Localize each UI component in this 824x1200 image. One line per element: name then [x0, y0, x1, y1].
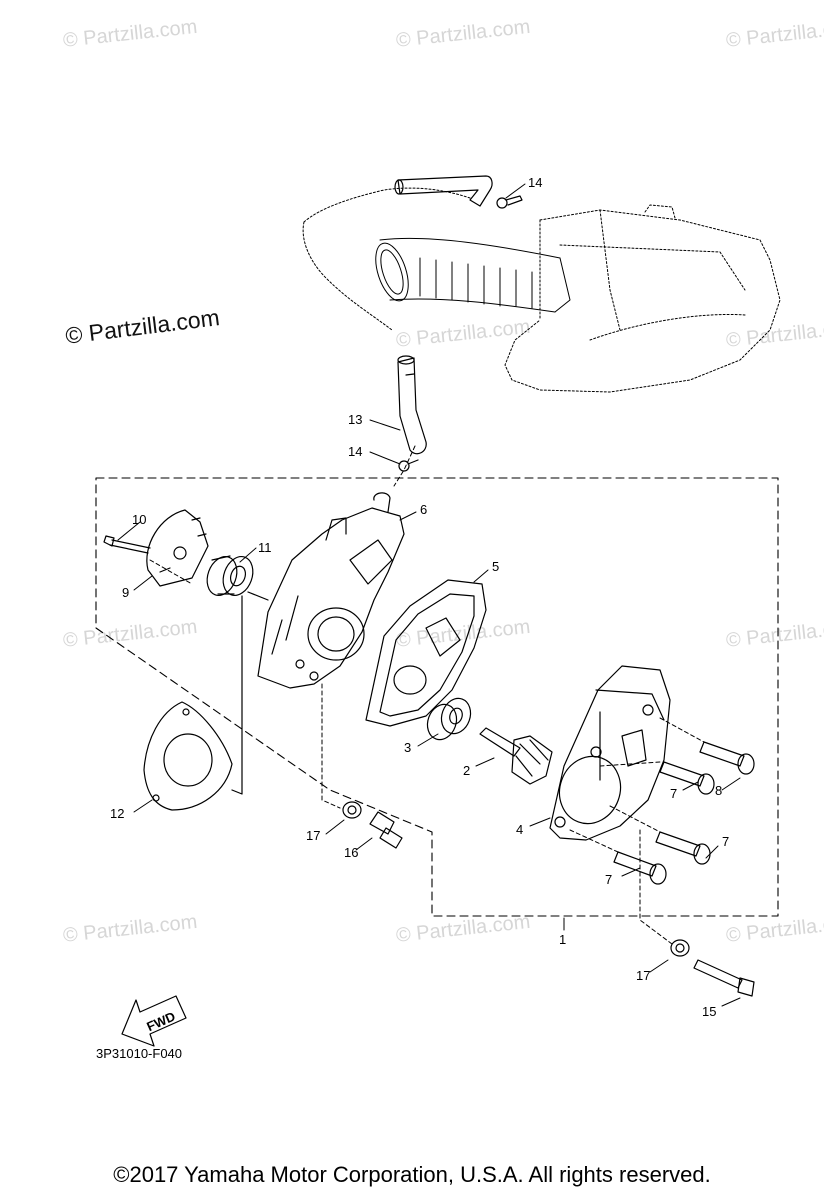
part-7-bolt-a: [659, 761, 715, 795]
clamp-14-top: [496, 195, 523, 209]
part-2-impeller-shaft: [479, 727, 553, 785]
callout-9: 9: [122, 585, 129, 600]
part-9-plate: [146, 509, 209, 587]
callout-16: 16: [344, 845, 358, 860]
callout-5: 5: [492, 559, 499, 574]
engine-reference-outline: [302, 187, 781, 393]
hose-13-lower: [397, 355, 427, 455]
part-15-bolt: [693, 959, 755, 997]
callout-15: 15: [702, 1004, 716, 1019]
callout-4: 4: [516, 822, 523, 837]
copyright-footer: ©2017 Yamaha Motor Corporation, U.S.A. A…: [113, 1162, 711, 1187]
callout-2: 2: [463, 763, 470, 778]
diagram-code: 3P31010-F040: [96, 1046, 182, 1061]
part-3-seal: [426, 697, 472, 741]
fwd-arrow: [121, 995, 187, 1047]
callout-14: 14: [528, 175, 542, 190]
callout-13: 13: [348, 412, 362, 427]
callout-17: 17: [306, 828, 320, 843]
fwd-label: FWD: [144, 1009, 177, 1035]
callout-6: 6: [420, 502, 427, 517]
part-17-washer-b: [670, 939, 690, 957]
callout-10: 10: [132, 512, 146, 527]
clamp-14-lower: [398, 459, 419, 472]
part-12-gasket: [143, 591, 269, 811]
callout-1: 1: [559, 932, 566, 947]
part-16-bolt: [369, 811, 403, 849]
callout-11: 11: [258, 540, 272, 555]
assembly-leader-lines: [393, 445, 416, 487]
assembly-1-outline: [95, 477, 779, 917]
callout-12: 12: [110, 806, 124, 821]
part-8-bolt: [699, 741, 755, 775]
callout-7: 7: [670, 786, 677, 801]
callout-leaders: [117, 183, 741, 1007]
part-5-gasket: [365, 579, 487, 727]
callout-3: 3: [404, 740, 411, 755]
part-17-washer-a: [342, 801, 362, 819]
part-11-bearing: [206, 555, 254, 596]
part-7-bolt-c: [613, 851, 667, 885]
callout-7: 7: [722, 834, 729, 849]
callout-8: 8: [715, 783, 722, 798]
part-6-pump-housing: [257, 492, 405, 689]
part-4-cover: [549, 665, 671, 841]
intake-tube-reference: [375, 237, 571, 313]
callout-7: 7: [605, 872, 612, 887]
callout-17: 17: [636, 968, 650, 983]
part-10-screw: [103, 535, 151, 554]
hose-13-upper: [394, 175, 493, 207]
callout-14: 14: [348, 444, 362, 459]
fastener-leader-lines: [149, 559, 705, 945]
part-7-bolt-b: [655, 831, 711, 865]
